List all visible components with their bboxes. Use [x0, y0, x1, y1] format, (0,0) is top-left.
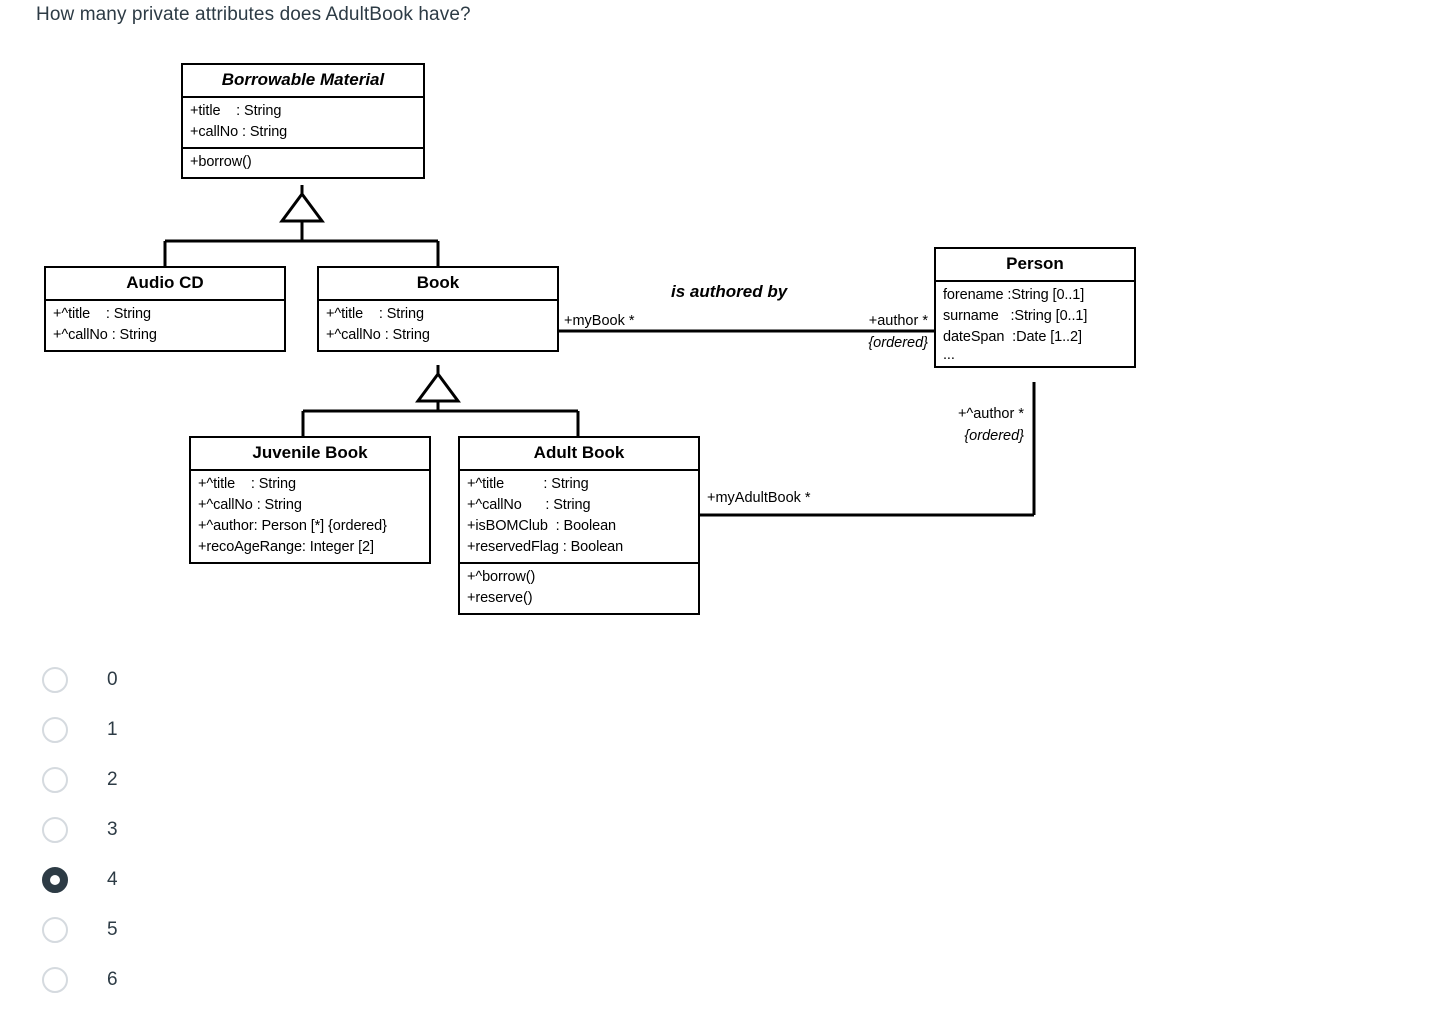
uml-attribute: +^title : String: [53, 306, 151, 322]
uml-operations-compartment: +borrow(): [183, 147, 423, 177]
answer-option-3[interactable]: 3: [36, 805, 436, 855]
question-text: How many private attributes does AdultBo…: [36, 4, 471, 25]
uml-attributes-compartment: +^title : String +^callNo : String +^aut…: [191, 471, 429, 562]
uml-class-adult-book: Adult Book +^title : String +^callNo : S…: [458, 436, 700, 615]
answer-option-label: 3: [107, 819, 118, 840]
uml-attribute: dateSpan :Date [1..2]: [943, 329, 1082, 345]
generalization-triangle-bm: [279, 191, 325, 223]
uml-attribute: +^title : String: [198, 476, 296, 492]
association-constraint-ordered: {ordered}: [868, 335, 928, 351]
answer-options-list: 0 1 2 3 4 5 6: [36, 655, 436, 1005]
answer-option-label: 6: [107, 969, 118, 990]
uml-class-juvenile-book: Juvenile Book +^title : String +^callNo …: [189, 436, 431, 564]
uml-attributes-compartment: +^title : String +^callNo : String: [319, 301, 557, 350]
uml-class-name: Juvenile Book: [191, 438, 429, 471]
uml-class-diagram: Borrowable Material +title : String +cal…: [44, 63, 1136, 615]
answer-option-6[interactable]: 6: [36, 955, 436, 1005]
generalization-triangle-book: [415, 371, 461, 403]
diagram-connectors: [163, 185, 1036, 517]
association-role-myadultbook: +myAdultBook *: [707, 490, 811, 506]
uml-attributes-compartment: forename :String [0..1] surname :String …: [936, 282, 1134, 366]
uml-attribute-ellipsis: ...: [943, 347, 955, 363]
uml-class-book: Book +^title : String +^callNo : String: [317, 266, 559, 352]
uml-class-name: Person: [936, 249, 1134, 282]
uml-attribute: +^callNo : String: [198, 497, 302, 513]
uml-attribute: +callNo : String: [190, 124, 288, 140]
uml-operation: +borrow(): [190, 154, 252, 170]
uml-attribute: +^callNo : String: [326, 327, 430, 343]
radio-button-icon[interactable]: [42, 967, 68, 993]
association-constraint-ordered-adultbook: {ordered}: [964, 428, 1024, 444]
uml-attribute: +title : String: [190, 103, 282, 119]
association-role-mybook: +myBook *: [564, 313, 635, 329]
uml-operation: +reserve(): [467, 590, 533, 606]
uml-attribute: +isBOMClub : Boolean: [467, 518, 617, 534]
uml-class-name: Audio CD: [46, 268, 284, 301]
answer-option-label: 1: [107, 719, 118, 740]
answer-option-label: 5: [107, 919, 118, 940]
answer-option-label: 2: [107, 769, 118, 790]
uml-operations-compartment: +^borrow() +reserve(): [460, 562, 698, 613]
uml-class-audio-cd: Audio CD +^title : String +^callNo : Str…: [44, 266, 286, 352]
radio-button-icon[interactable]: [42, 817, 68, 843]
uml-attribute: +^title : String: [467, 476, 589, 492]
uml-attributes-compartment: +^title : String +^callNo : String +isBO…: [460, 471, 698, 562]
association-role-author-adultbook: +^author *: [957, 406, 1024, 422]
answer-option-5[interactable]: 5: [36, 905, 436, 955]
association-name-is-authored-by: is authored by: [671, 282, 788, 301]
uml-class-name: Borrowable Material: [183, 65, 423, 98]
radio-button-icon[interactable]: [42, 717, 68, 743]
uml-attribute: forename :String [0..1]: [943, 287, 1085, 303]
association-role-author: +author *: [868, 313, 928, 329]
uml-attribute: +^author: Person [*] {ordered}: [198, 518, 387, 534]
radio-button-icon[interactable]: [42, 767, 68, 793]
uml-attribute: +reservedFlag : Boolean: [467, 539, 624, 555]
answer-option-1[interactable]: 1: [36, 705, 436, 755]
uml-attributes-compartment: +title : String +callNo : String: [183, 98, 423, 147]
uml-attribute: +^callNo : String: [467, 497, 591, 513]
radio-button-icon-selected[interactable]: [42, 867, 68, 893]
answer-option-0[interactable]: 0: [36, 655, 436, 705]
radio-button-icon[interactable]: [42, 917, 68, 943]
uml-class-name: Adult Book: [460, 438, 698, 471]
uml-class-name: Book: [319, 268, 557, 301]
answer-option-4[interactable]: 4: [36, 855, 436, 905]
uml-class-borrowable-material: Borrowable Material +title : String +cal…: [181, 63, 425, 179]
answer-option-label: 0: [107, 669, 118, 690]
uml-attribute: +recoAgeRange: Integer [2]: [198, 539, 374, 555]
radio-button-icon[interactable]: [42, 667, 68, 693]
answer-option-label: 4: [107, 869, 118, 890]
uml-attributes-compartment: +^title : String +^callNo : String: [46, 301, 284, 350]
uml-attribute: +^callNo : String: [53, 327, 157, 343]
uml-attribute: +^title : String: [326, 306, 424, 322]
uml-operation: +^borrow(): [467, 569, 536, 585]
uml-class-person: Person forename :String [0..1] surname :…: [934, 247, 1136, 368]
uml-attribute: surname :String [0..1]: [943, 308, 1088, 324]
answer-option-2[interactable]: 2: [36, 755, 436, 805]
